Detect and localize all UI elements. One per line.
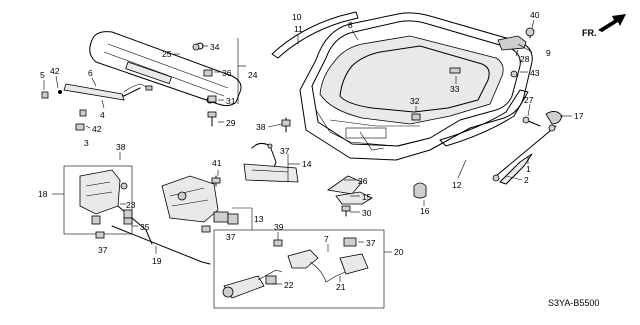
callout-1: 1 — [526, 164, 531, 174]
callout-41: 41 — [212, 158, 222, 168]
callout-21: 21 — [336, 282, 346, 292]
callout-30: 30 — [362, 208, 372, 218]
callout-37: 37 — [226, 232, 236, 242]
opener-switch-assembly — [213, 229, 385, 309]
callout-11: 11 — [294, 24, 303, 34]
callout-35: 35 — [140, 222, 150, 232]
callout-5: 5 — [40, 70, 45, 80]
callout-33: 33 — [450, 84, 460, 94]
callout-25: 25 — [162, 49, 172, 59]
tailgate-handle — [243, 142, 299, 183]
callout-26: 26 — [358, 176, 368, 186]
callout-27: 27 — [524, 95, 534, 105]
callout-29: 29 — [226, 118, 236, 128]
callout-13: 13 — [254, 214, 264, 224]
callout-32: 32 — [410, 96, 420, 106]
callout-19: 19 — [152, 256, 162, 266]
lock-actuator — [161, 175, 239, 233]
latch-striker — [326, 175, 373, 205]
callout-20: 20 — [394, 247, 404, 257]
callout-12: 12 — [452, 180, 462, 190]
callout-4: 4 — [100, 110, 105, 120]
release-rod — [111, 225, 211, 265]
high-mount-stop-light — [63, 83, 153, 101]
callout-10: 10 — [292, 12, 302, 22]
callout-42: 42 — [50, 66, 60, 76]
callout-42: 42 — [92, 124, 102, 134]
callout-37: 37 — [98, 245, 108, 255]
callout-22: 22 — [284, 280, 294, 290]
callout-38: 38 — [116, 142, 126, 152]
callout-38: 38 — [256, 122, 266, 132]
front-direction-indicator: FR. — [582, 14, 626, 38]
callout-17: 17 — [574, 111, 584, 121]
callout-15: 15 — [362, 192, 372, 202]
callout-28: 28 — [520, 54, 530, 64]
callout-16: 16 — [420, 206, 430, 216]
callout-37: 37 — [366, 238, 376, 248]
callout-39: 39 — [274, 222, 284, 232]
callout-18: 18 — [38, 189, 48, 199]
callout-23: 23 — [126, 200, 136, 210]
callout-24: 24 — [248, 70, 258, 80]
callout-43: 43 — [530, 68, 540, 78]
tailgate-lock — [63, 165, 153, 245]
upper-weatherstrip — [271, 11, 359, 59]
callout-14: 14 — [302, 159, 312, 169]
callout-2: 2 — [524, 175, 529, 185]
callout-36: 36 — [222, 68, 232, 78]
front-arrow-icon — [598, 14, 626, 32]
front-label: FR. — [582, 28, 597, 38]
callout-34: 34 — [210, 42, 220, 52]
callout-6: 6 — [88, 68, 93, 78]
callout-40: 40 — [530, 10, 540, 20]
tailgate-assembly — [299, 12, 533, 161]
callout-31: 31 — [226, 96, 236, 106]
callout-7: 7 — [324, 234, 329, 244]
callouts: 1 2 3 4 5 6 7 8 9 10 11 12 13 — [38, 10, 584, 292]
callout-9: 9 — [546, 48, 551, 58]
callout-37: 37 — [280, 146, 290, 156]
lower-weatherstrip — [439, 89, 529, 147]
bumper-stop — [413, 182, 427, 199]
callout-3: 3 — [84, 138, 89, 148]
fasteners — [41, 27, 563, 217]
diagram-code: S3YA-B5500 — [548, 298, 599, 308]
callout-8: 8 — [348, 20, 353, 30]
